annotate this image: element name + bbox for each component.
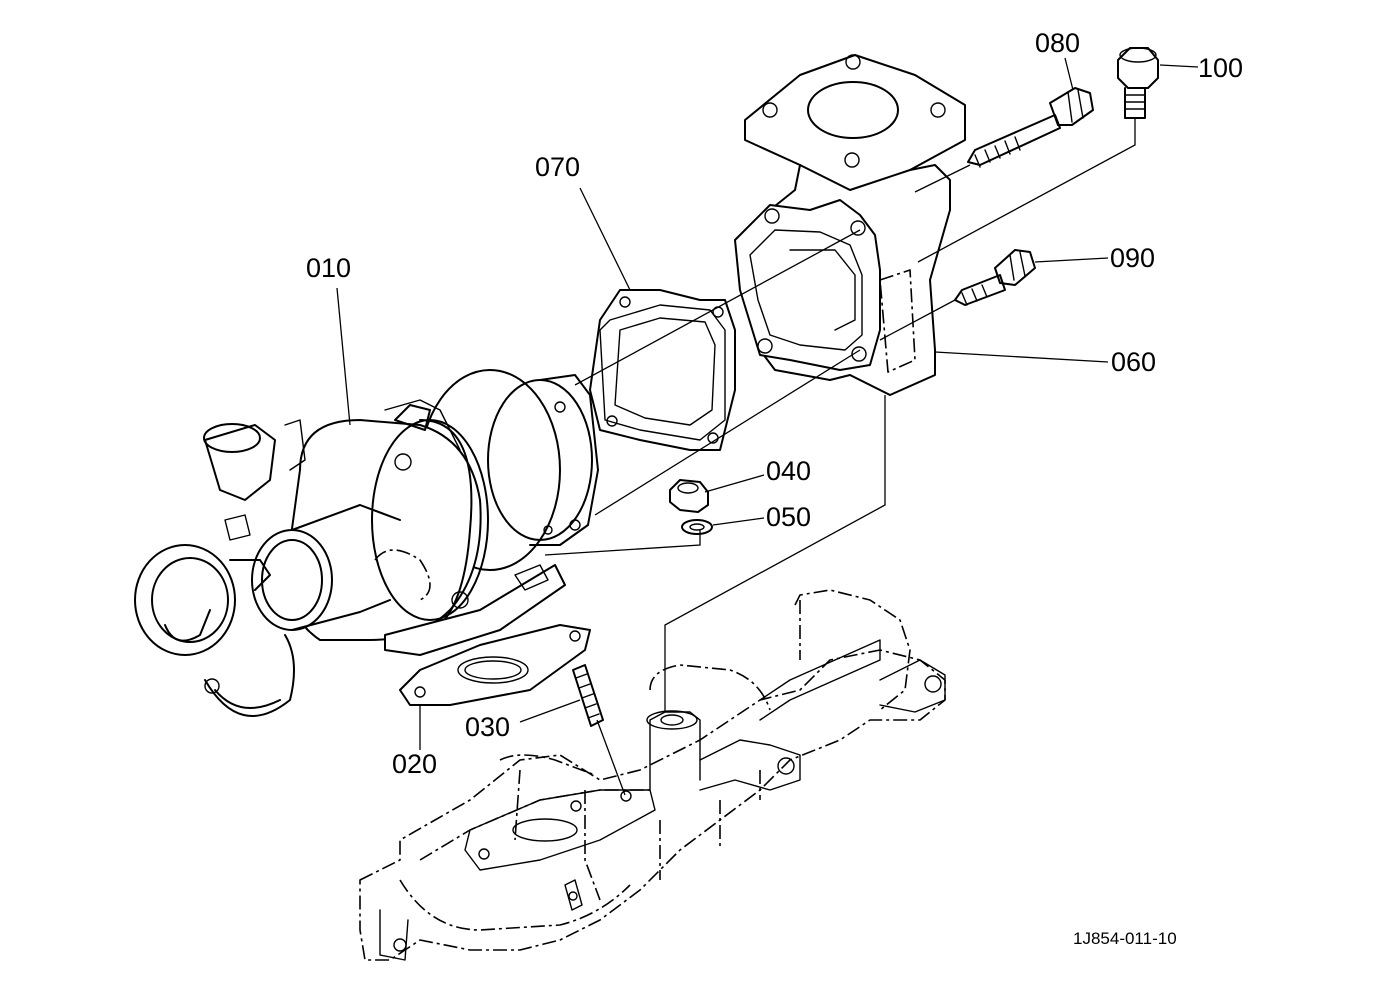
callout-020: 020: [392, 749, 437, 779]
exhaust-manifold: [359, 589, 946, 961]
lock-washer: [681, 519, 713, 535]
callout-100: 100: [1198, 53, 1243, 83]
callout-070: 070: [535, 152, 580, 182]
callout-050: 050: [766, 502, 811, 532]
callout-060: 060: [1111, 347, 1156, 377]
callout-090: 090: [1110, 243, 1155, 273]
callout-030: 030: [465, 712, 510, 742]
callout-010: 010: [306, 253, 351, 283]
callout-labels: 010 020 030 040 050 060 070 080 090 100: [306, 28, 1243, 779]
drawing-reference-code: 1J854-011-10: [1073, 929, 1177, 948]
exhaust-elbow: [734, 54, 966, 396]
turbo-outlet-gasket: [589, 289, 736, 451]
drain-plug: [1117, 47, 1159, 119]
stud-bolt: [572, 664, 604, 727]
leader-lines: [336, 57, 1199, 750]
nut: [669, 479, 709, 513]
turbo-base-gasket: [399, 624, 591, 706]
turbocharger: [134, 369, 599, 717]
callout-040: 040: [766, 456, 811, 486]
long-bolt: [967, 87, 1094, 168]
callout-080: 080: [1035, 28, 1080, 58]
assembly-lines: [544, 118, 1136, 796]
short-bolt: [954, 249, 1036, 306]
